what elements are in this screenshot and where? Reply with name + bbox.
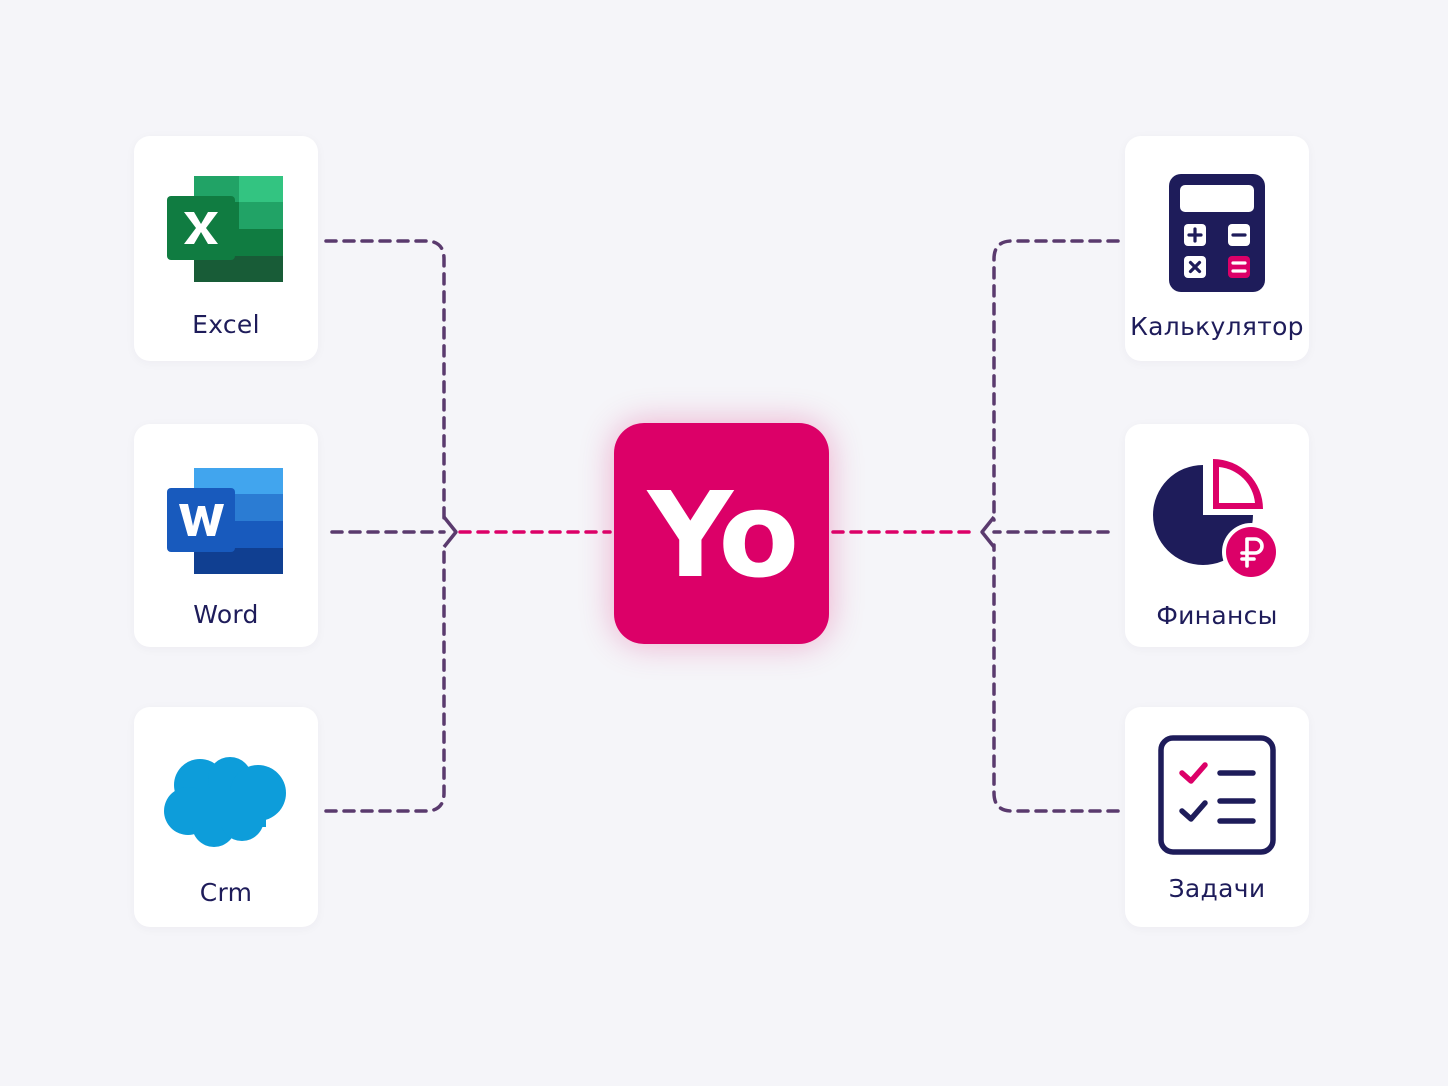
card-finance[interactable]: Финансы <box>1125 424 1309 647</box>
calculator-icon <box>1125 174 1309 292</box>
card-crm-label: Crm <box>199 878 253 907</box>
card-excel[interactable]: Excel <box>134 136 318 361</box>
connector-excel <box>324 239 446 522</box>
connector-calculator <box>992 239 1120 522</box>
pie-chart-ruble-icon <box>1125 457 1309 581</box>
right-brace-tip <box>980 515 996 549</box>
cloud-icon <box>134 755 318 849</box>
card-tasks[interactable]: Задачи <box>1125 707 1309 927</box>
card-tasks-label: Задачи <box>1168 874 1266 903</box>
word-icon <box>134 466 318 576</box>
left-brace-tip <box>442 515 458 549</box>
hub-logo[interactable]: Yo <box>614 423 829 644</box>
connector-crm <box>324 543 446 813</box>
card-word-label: Word <box>193 600 259 629</box>
card-word[interactable]: Word <box>134 424 318 647</box>
card-finance-label: Финансы <box>1156 601 1278 630</box>
card-crm[interactable]: Crm <box>134 707 318 927</box>
card-calculator[interactable]: Калькулятор <box>1125 136 1309 361</box>
checklist-icon <box>1125 735 1309 855</box>
card-excel-label: Excel <box>192 310 260 339</box>
card-calculator-label: Калькулятор <box>1130 312 1304 341</box>
excel-icon <box>134 174 318 284</box>
connector-tasks <box>992 543 1120 813</box>
hub-logo-text: Yo <box>647 465 800 604</box>
